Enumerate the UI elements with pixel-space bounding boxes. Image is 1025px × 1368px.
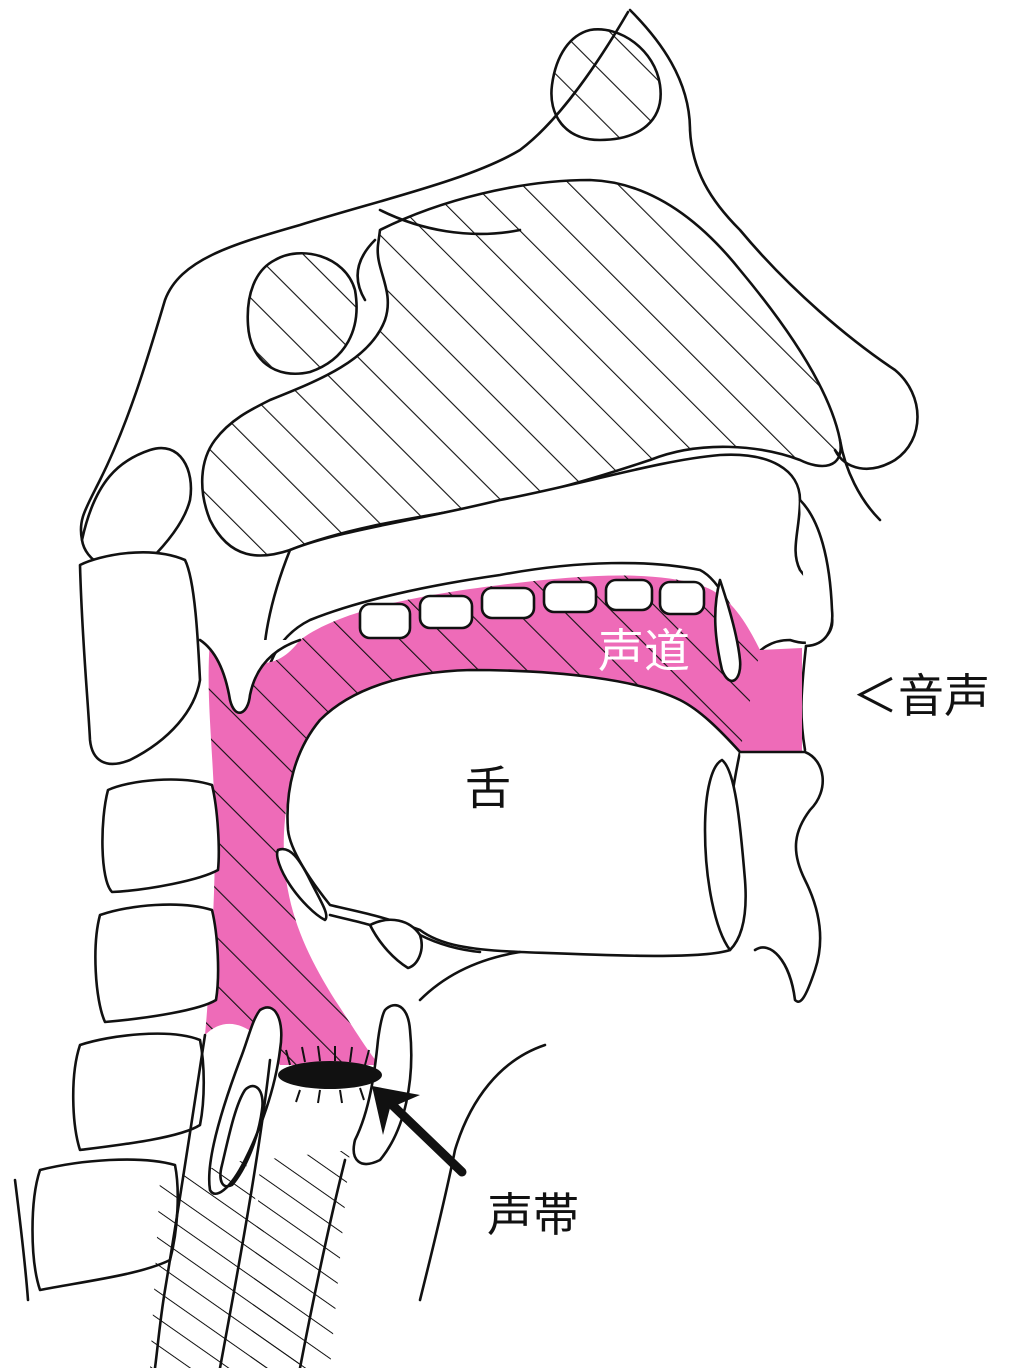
- nasal-inner-line: [358, 240, 375, 300]
- frontal-sinus: [551, 29, 660, 140]
- glottis: [278, 1061, 382, 1089]
- spine-back-line: [15, 1180, 28, 1300]
- sphenoid-sinus: [248, 253, 357, 374]
- nose-outline: [840, 440, 880, 520]
- lower-lip: [740, 752, 823, 1002]
- tongue-outline: [287, 670, 740, 956]
- hyoid-bone: [370, 920, 422, 968]
- vocal-tract-label: 声道: [598, 628, 690, 674]
- vocal-cords-label: 声帯: [487, 1192, 579, 1238]
- jaw-line: [420, 952, 520, 1000]
- tongue-label: 舌: [465, 765, 511, 811]
- trachea-hatch: [250, 1150, 350, 1368]
- voice-output-label: ＜音声: [852, 673, 990, 719]
- neck-front-outline: [420, 1045, 545, 1300]
- pharynx-back: [82, 448, 191, 568]
- upper-lip-outline: [801, 646, 806, 750]
